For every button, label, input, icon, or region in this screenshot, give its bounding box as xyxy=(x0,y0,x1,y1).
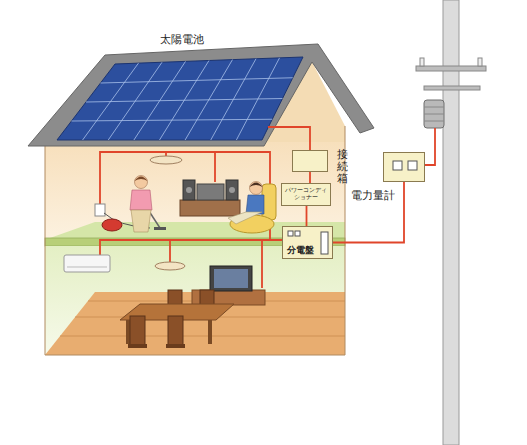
roof xyxy=(28,44,374,146)
stereo xyxy=(186,187,192,193)
dining-table xyxy=(208,320,212,344)
breaker-decor xyxy=(295,231,300,236)
utility-pole xyxy=(424,107,444,108)
utility-pole xyxy=(424,100,444,128)
house-body xyxy=(45,246,345,355)
man-in-chair xyxy=(250,183,263,188)
woman-vacuuming xyxy=(131,210,151,232)
air-conditioner xyxy=(64,255,110,272)
utility-pole xyxy=(420,58,424,66)
wire-connector xyxy=(306,206,308,226)
house-body xyxy=(45,58,345,355)
solar-panel xyxy=(160,61,210,141)
dining-table xyxy=(166,344,185,348)
house-wiring xyxy=(100,240,270,255)
ceiling-lamp xyxy=(155,262,185,270)
man-in-chair xyxy=(228,212,262,224)
solar-panel xyxy=(211,59,256,140)
woman-vacuuming xyxy=(102,219,122,231)
man-in-chair xyxy=(228,182,276,234)
solar-panel xyxy=(57,57,303,140)
meter-decor xyxy=(408,161,417,170)
woman-vacuuming xyxy=(154,227,166,230)
wire-connector xyxy=(333,182,404,243)
man-in-chair xyxy=(250,182,263,195)
dining-table xyxy=(130,316,145,346)
box-heading: 電力量計 xyxy=(351,189,395,202)
house-wiring xyxy=(261,240,263,288)
box-label: パワーコンディショナー xyxy=(282,184,330,202)
house-body xyxy=(45,140,46,355)
dining-table xyxy=(120,290,234,348)
solar-panel xyxy=(108,62,162,140)
breaker-decor xyxy=(321,232,328,254)
solar-cell-label: 太陽電池 xyxy=(160,33,204,46)
meter-decor xyxy=(393,161,402,170)
house-wiring xyxy=(169,240,171,262)
wire-connector xyxy=(309,172,311,183)
dining-table xyxy=(168,316,183,346)
television xyxy=(214,269,248,288)
solar-panel xyxy=(134,61,186,140)
dining-table xyxy=(128,344,147,348)
electric-meter: 電力量計 xyxy=(383,152,425,182)
wall-outlet xyxy=(95,204,105,216)
air-conditioner xyxy=(64,255,110,272)
house-body xyxy=(45,140,345,238)
utility-pole xyxy=(416,0,486,445)
utility-pole xyxy=(416,66,486,71)
woman-vacuuming xyxy=(135,177,148,182)
meter-decor xyxy=(384,153,424,181)
stereo xyxy=(180,180,240,216)
distribution-board: 分電盤 xyxy=(282,226,333,259)
house-wiring xyxy=(425,128,435,165)
television xyxy=(210,266,252,291)
house-body xyxy=(45,355,345,356)
house-wiring xyxy=(100,127,435,288)
box-label: 分電盤 xyxy=(287,246,314,256)
roof xyxy=(28,44,374,146)
utility-pole xyxy=(424,114,444,115)
utility-pole xyxy=(478,58,482,66)
stereo xyxy=(226,180,238,200)
solar-panel xyxy=(83,63,139,140)
ceiling-lamp xyxy=(150,156,182,164)
television xyxy=(192,290,265,305)
stereo xyxy=(180,200,240,216)
television xyxy=(192,266,265,305)
box-heading: 接続箱 xyxy=(337,149,348,185)
wall-outlet xyxy=(95,204,105,216)
stereo xyxy=(229,187,235,193)
house-wiring xyxy=(100,152,282,240)
man-in-chair xyxy=(246,195,264,214)
house-wiring xyxy=(268,127,310,150)
house-body xyxy=(60,336,345,337)
house-wiring xyxy=(165,152,167,156)
utility-pole xyxy=(424,86,480,90)
solar-panel xyxy=(185,60,232,140)
air-conditioner xyxy=(67,267,107,268)
breaker-decor xyxy=(288,231,293,236)
stereo xyxy=(183,180,195,200)
woman-vacuuming xyxy=(102,176,166,233)
house-wiring xyxy=(214,152,216,182)
power-conditioner-box: パワーコンディショナー xyxy=(281,183,331,206)
dining-table xyxy=(126,320,130,344)
junction-box: 接続箱 xyxy=(292,150,328,172)
utility-pole xyxy=(424,121,444,122)
woman-vacuuming xyxy=(130,190,152,210)
woman-vacuuming xyxy=(135,176,148,189)
stereo xyxy=(197,184,224,200)
solar-panel xyxy=(57,57,303,140)
solar-panel xyxy=(72,58,293,140)
